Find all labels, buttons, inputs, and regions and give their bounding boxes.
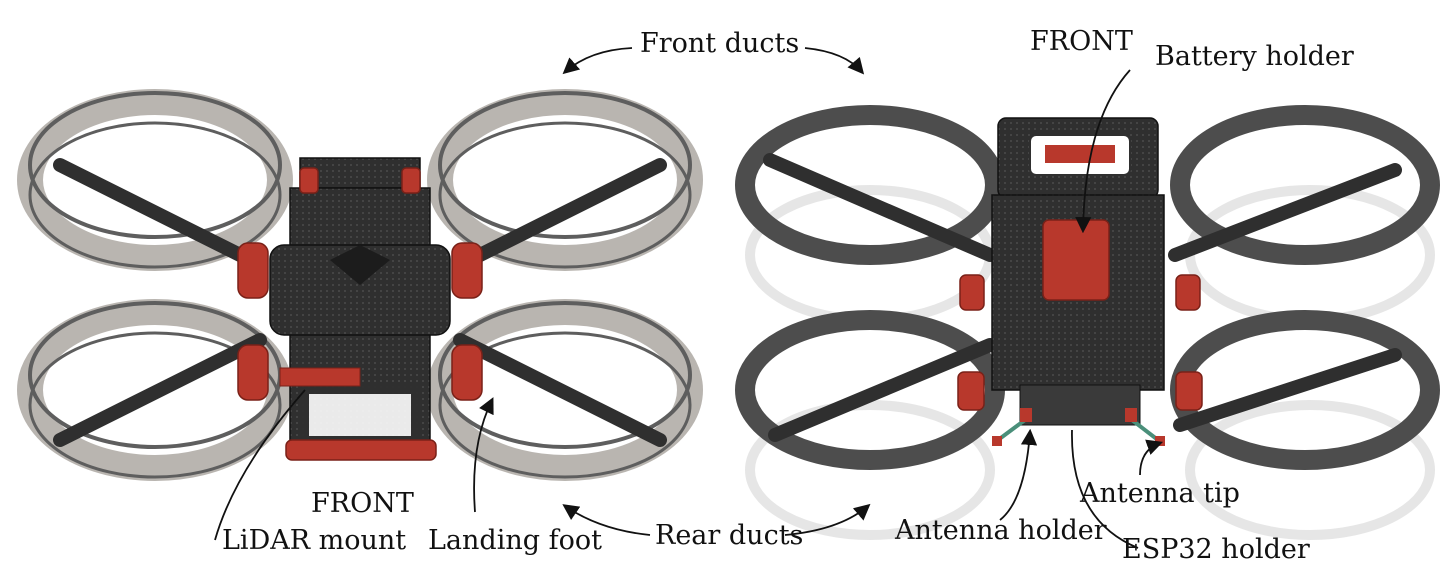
left-center-frame	[269, 157, 451, 461]
front-label-right-drone: FRONT	[1030, 26, 1133, 57]
left-duct-front-right	[427, 89, 703, 271]
rear-ducts-label: Rear ducts	[655, 520, 804, 551]
antenna-tip-label: Antenna tip	[1080, 478, 1240, 509]
antenna-holder-label: Antenna holder	[895, 515, 1107, 546]
esp32-holder-label: ESP32 holder	[1122, 534, 1310, 565]
front-label-left-drone: FRONT	[311, 488, 414, 519]
battery-holder-label: Battery holder	[1155, 41, 1354, 72]
right-motors	[957, 274, 1203, 411]
right-arms	[763, 153, 1402, 442]
left-motors	[237, 167, 483, 401]
left-drone-top-view	[17, 89, 703, 481]
landing-foot-label: Landing foot	[428, 525, 602, 556]
right-center-frame	[991, 117, 1165, 426]
lidar-mount-label: LiDAR mount	[222, 525, 407, 556]
left-arms	[53, 158, 667, 447]
left-duct-rear-right	[427, 299, 703, 481]
left-duct-front-left	[17, 89, 293, 271]
right-duct-front-right	[1170, 105, 1440, 265]
right-duct-front-left	[735, 105, 1005, 265]
front-ducts-label: Front ducts	[640, 28, 800, 59]
leader-lines	[214, 47, 1164, 549]
